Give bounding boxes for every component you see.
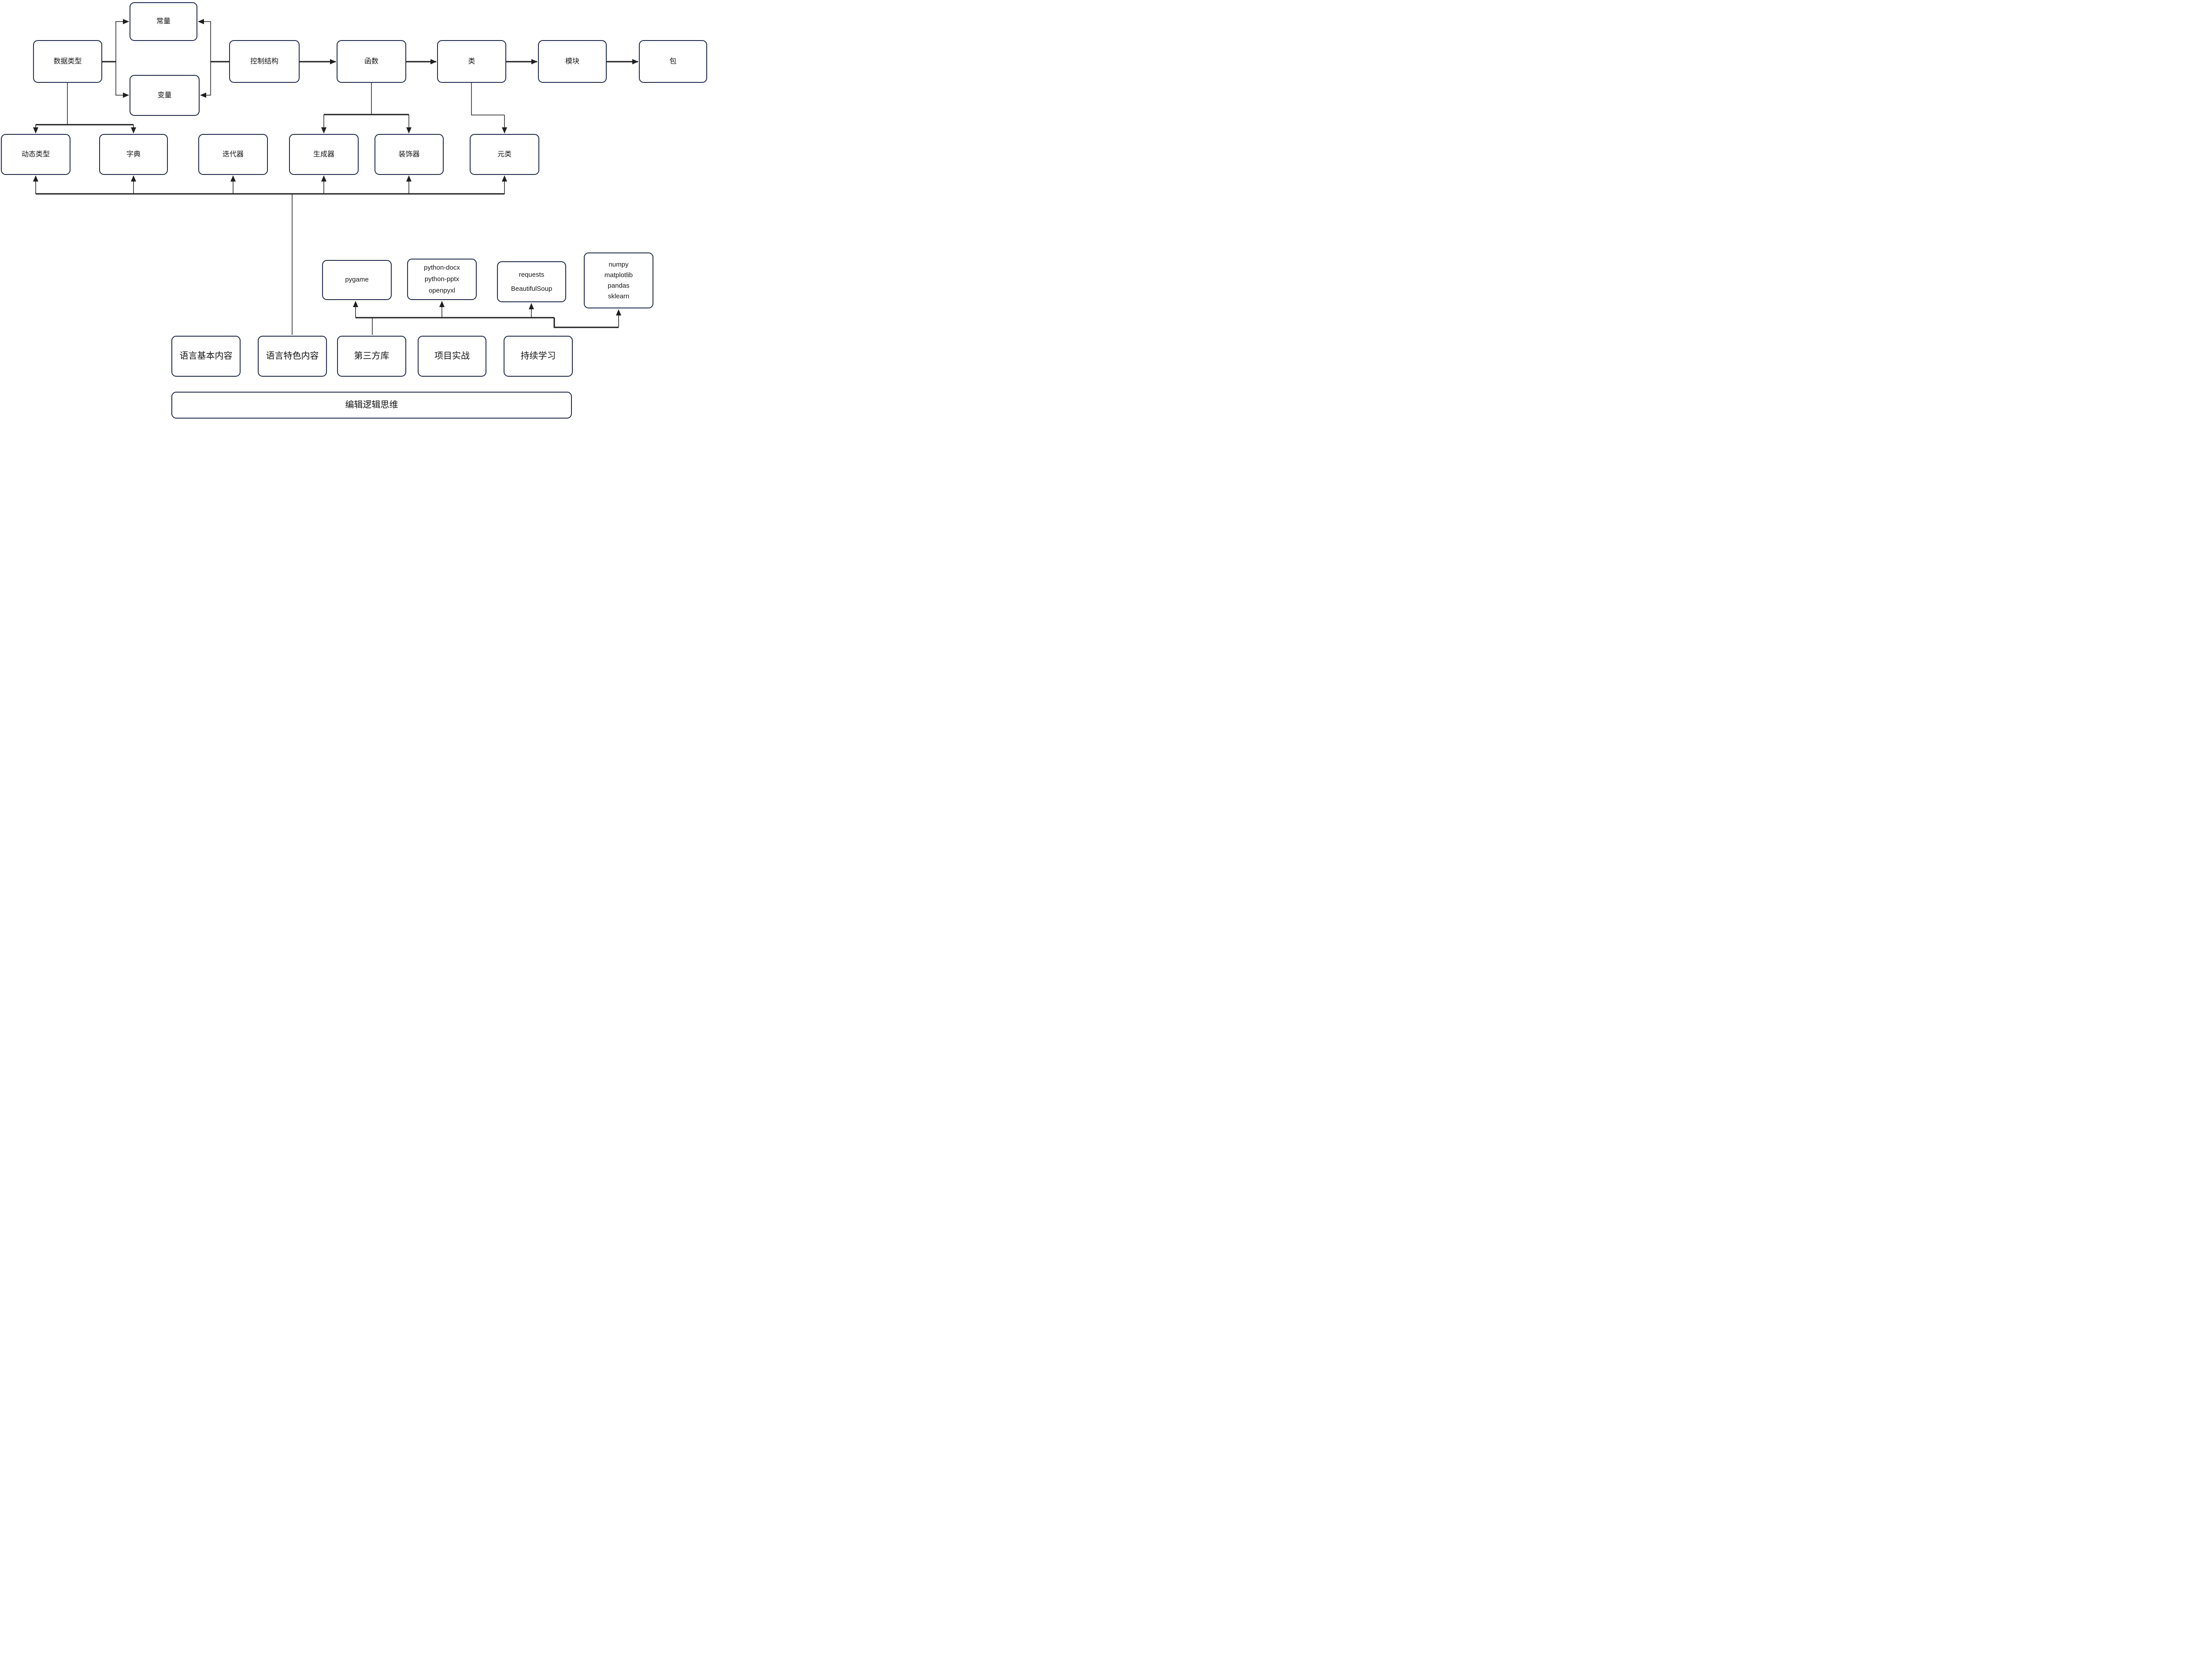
node-dynamic-typing: 动态类型 <box>1 134 70 175</box>
connector-libraries-rail-step <box>553 318 619 328</box>
node-constant: 常量 <box>130 2 197 41</box>
python-learning-mindmap: 数据类型常量变量控制结构函数类模块包动态类型字典迭代器生成器装饰器元类 pygam… <box>0 0 710 420</box>
node-logic-thinking-bar: 编辑逻辑思维 <box>171 392 572 419</box>
connector-control-structure-to-constant <box>198 19 211 62</box>
node-module: 模块 <box>538 40 607 83</box>
connector-control-structure-to-variable <box>200 62 211 98</box>
node-metaclass: 元类 <box>470 134 539 175</box>
node-generator: 生成器 <box>289 134 359 175</box>
node-variable: 变量 <box>130 75 200 116</box>
connector-layer <box>33 19 638 335</box>
node-project-practice: 项目实战 <box>418 336 486 377</box>
node-language-basics: 语言基本内容 <box>171 336 241 377</box>
node-dictionary: 字典 <box>99 134 168 175</box>
node-pygame: pygame <box>322 260 392 300</box>
connector-class-elbow <box>471 83 504 115</box>
connector-data-types-to-variable <box>115 62 129 98</box>
node-decorator: 装饰器 <box>375 134 444 175</box>
node-iterator: 迭代器 <box>198 134 268 175</box>
node-language-features: 语言特色内容 <box>258 336 327 377</box>
node-package: 包 <box>639 40 707 83</box>
node-control-structure: 控制结构 <box>229 40 300 83</box>
node-data-science-libs: numpy matplotlib pandas sklearn <box>584 252 653 308</box>
node-function: 函数 <box>337 40 406 83</box>
connector-data-types-to-constant <box>115 19 129 62</box>
node-class: 类 <box>437 40 506 83</box>
node-continuous-learning: 持续学习 <box>504 336 573 377</box>
node-third-party-libs: 第三方库 <box>337 336 406 377</box>
node-office-libs: python-docx python-pptx openpyxl <box>407 259 477 300</box>
node-web-libs: requests BeautifulSoup <box>497 261 566 302</box>
node-data-types: 数据类型 <box>33 40 102 83</box>
